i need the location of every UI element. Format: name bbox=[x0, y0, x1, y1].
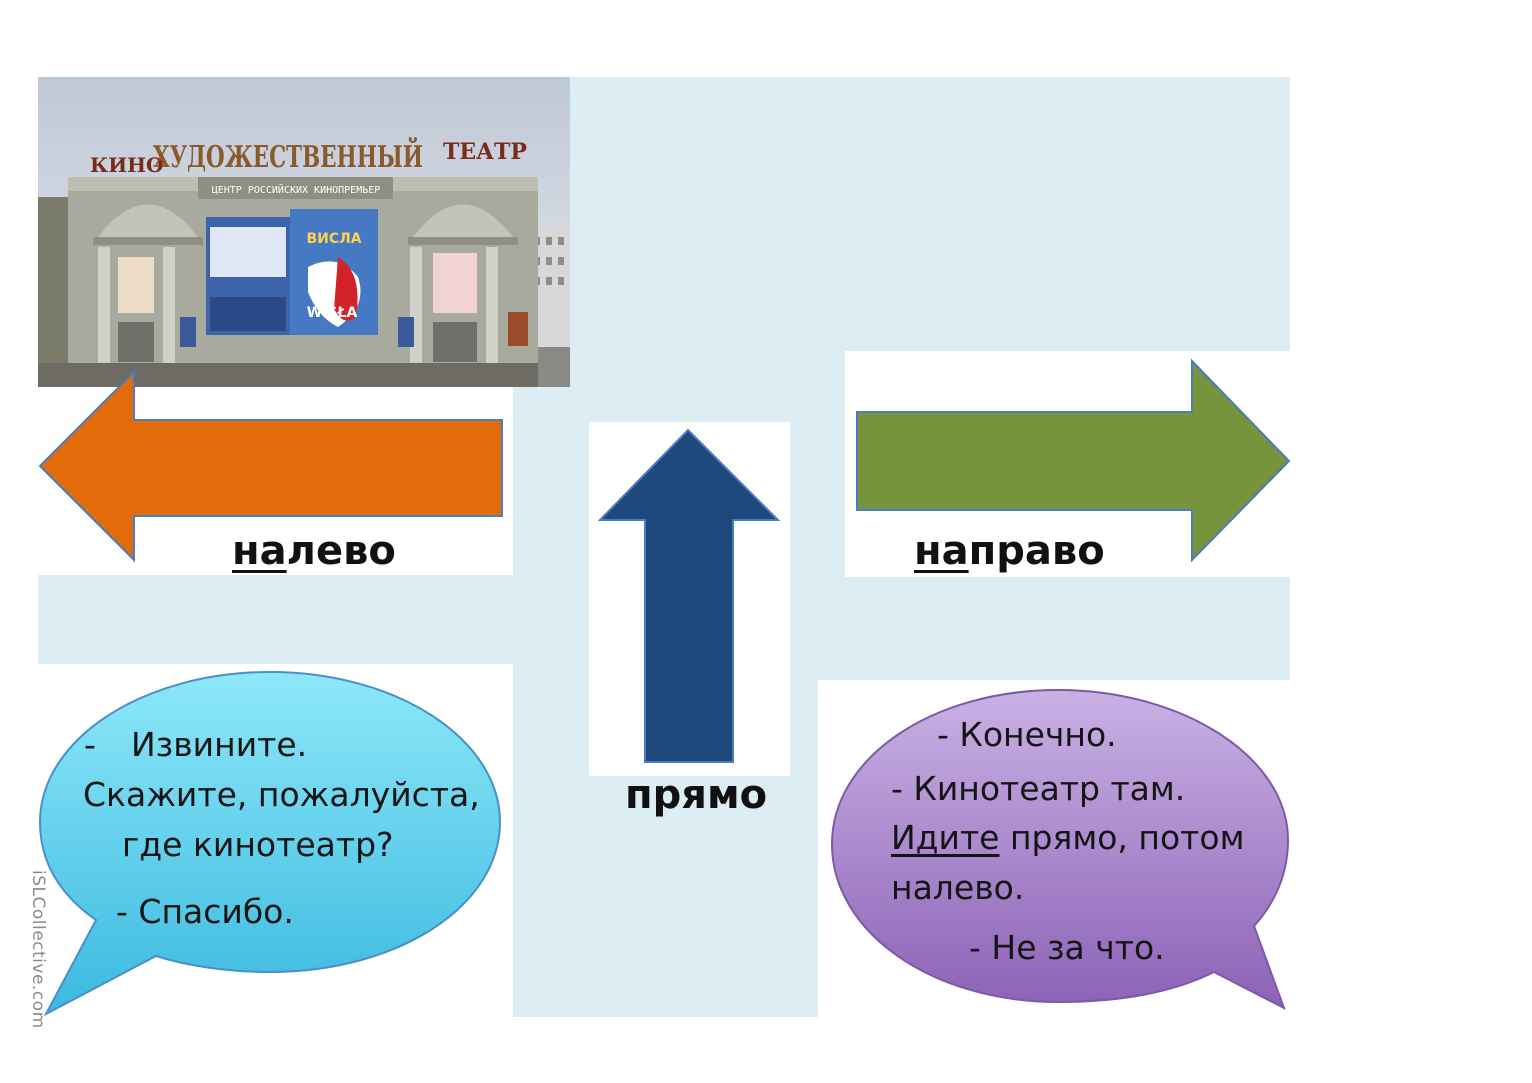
bubble-left-dash: - bbox=[84, 725, 96, 764]
bubble-right-line3: Идите прямо, потом bbox=[891, 821, 1245, 854]
photo-sign-right: ТЕАТР bbox=[443, 139, 527, 165]
arrow-left-icon bbox=[38, 370, 503, 563]
label-straight: прямо bbox=[625, 772, 768, 818]
label-left-rest: лево bbox=[286, 528, 396, 574]
bubble-right-line4: налево. bbox=[891, 868, 1025, 907]
bubble-right-line3-rest: прямо, потом bbox=[999, 818, 1245, 857]
label-left: налево bbox=[232, 528, 396, 574]
bubble-right-line2: - Кинотеатр там. bbox=[891, 769, 1186, 808]
photo-sign-main: ХУДОЖЕСТВЕННЫЙ bbox=[153, 137, 423, 175]
cinema-photo: ЦЕНТР РОССИЙСКИХ КИНОПРЕМЬЕР КИНО ХУДОЖЕ… bbox=[38, 77, 570, 387]
arrow-up-icon bbox=[598, 428, 780, 763]
label-right-prefix: на bbox=[914, 528, 969, 574]
bubble-right-line5: - Не за что. bbox=[969, 928, 1165, 967]
photo-poster-title: ВИСЛА bbox=[306, 231, 361, 247]
photo-sign-left: КИНО bbox=[90, 153, 163, 177]
bubble-right-line1: - Конечно. bbox=[937, 715, 1117, 754]
label-right: направо bbox=[914, 528, 1105, 574]
photo-sign-sub: ЦЕНТР РОССИЙСКИХ КИНОПРЕМЬЕР bbox=[212, 183, 381, 196]
bubble-left-line4: - Спасибо. bbox=[116, 892, 294, 931]
label-left-prefix: на bbox=[232, 528, 287, 574]
bubble-left-line3: где кинотеатр? bbox=[122, 825, 394, 864]
bubble-left-line2: Скажите, пожалуйста, bbox=[83, 775, 480, 814]
arrow-right-icon bbox=[856, 358, 1291, 563]
label-right-rest: право bbox=[968, 528, 1105, 574]
speech-bubble-right bbox=[830, 688, 1290, 1011]
bubble-right-line3-underlined: Идите bbox=[891, 818, 1000, 857]
speech-bubble-left bbox=[38, 670, 502, 1017]
photo-poster-logo: WISŁA bbox=[307, 305, 358, 321]
watermark: iSLCollective.com bbox=[28, 870, 48, 1029]
bubble-left-line1: Извините. bbox=[131, 725, 308, 764]
